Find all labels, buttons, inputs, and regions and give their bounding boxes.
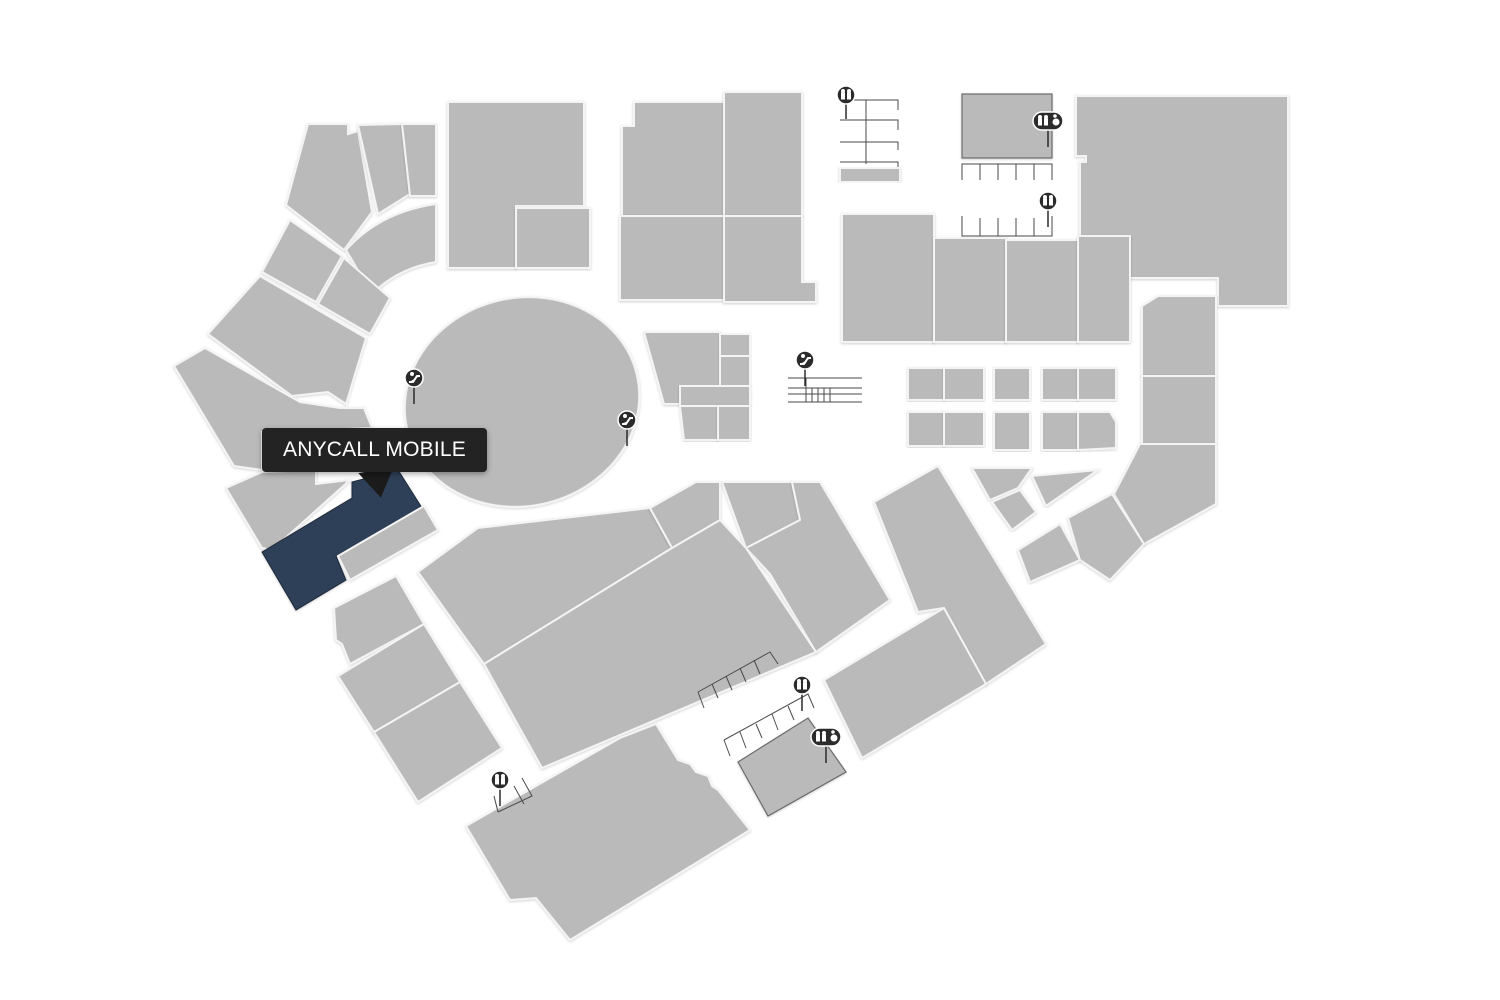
restroom-accessible-pin[interactable] (810, 727, 842, 763)
anchor-store-sw[interactable] (464, 722, 752, 942)
service-corridor (839, 167, 901, 183)
escalator-pin[interactable] (795, 350, 815, 386)
store-name-tooltip: ANYCALL MOBILE (262, 428, 487, 472)
store-unit[interactable] (1077, 235, 1131, 343)
store-unit[interactable] (447, 101, 585, 269)
cubicles-ne-upper (961, 163, 1053, 180)
store-unit[interactable] (206, 274, 368, 406)
store-unit[interactable] (717, 405, 751, 441)
store-unit[interactable] (679, 385, 751, 407)
store-unit[interactable] (1005, 239, 1079, 343)
cubicles-south-upper (697, 651, 779, 709)
store-unit[interactable] (482, 518, 818, 770)
store-unit[interactable] (1112, 443, 1217, 546)
restroom-pin[interactable] (836, 85, 856, 119)
store-unit[interactable] (1066, 492, 1146, 582)
store-unit[interactable] (744, 481, 892, 654)
kiosk-grid[interactable] (907, 367, 1117, 452)
store-unit[interactable] (332, 574, 426, 666)
cubicles-sw (493, 777, 533, 813)
store-unit[interactable] (822, 606, 988, 760)
store-unit[interactable] (1030, 468, 1102, 508)
store-unit[interactable] (719, 355, 751, 387)
store-unit[interactable] (400, 123, 437, 197)
cubicles-ne-lower (961, 216, 1053, 237)
store-unit[interactable] (719, 333, 751, 357)
restroom-pin[interactable] (1038, 191, 1058, 227)
store-unit[interactable] (723, 215, 817, 303)
store-unit[interactable] (990, 488, 1038, 532)
escalator-stairs (788, 377, 862, 403)
store-unit[interactable] (316, 256, 392, 336)
store-unit[interactable] (648, 481, 721, 550)
store-unit[interactable] (1016, 522, 1082, 584)
atrium-court[interactable] (382, 273, 661, 532)
store-unit[interactable] (260, 218, 344, 304)
store-unit[interactable] (1141, 375, 1217, 445)
store-unit[interactable] (344, 202, 437, 296)
escalator-pin[interactable] (404, 368, 424, 404)
store-unit[interactable] (336, 504, 440, 582)
store-unit[interactable] (619, 215, 725, 301)
store-unit[interactable] (933, 237, 1007, 343)
store-unit[interactable] (621, 101, 725, 217)
restroom-accessible-pin[interactable] (1032, 111, 1064, 147)
restroom-pin[interactable] (792, 675, 812, 711)
store-unit[interactable] (723, 91, 803, 217)
store-unit[interactable] (1141, 295, 1217, 377)
store-unit[interactable] (678, 405, 719, 441)
store-unit[interactable] (515, 207, 591, 269)
restroom-pin[interactable] (490, 770, 510, 806)
store-unit[interactable] (284, 123, 374, 252)
escalator-pin[interactable] (617, 410, 637, 446)
store-unit[interactable] (372, 680, 504, 804)
store-unit[interactable] (970, 467, 1034, 502)
cubicles-south-lower (723, 693, 815, 757)
restroom-block-north (839, 99, 901, 183)
store-unit[interactable] (841, 213, 935, 343)
